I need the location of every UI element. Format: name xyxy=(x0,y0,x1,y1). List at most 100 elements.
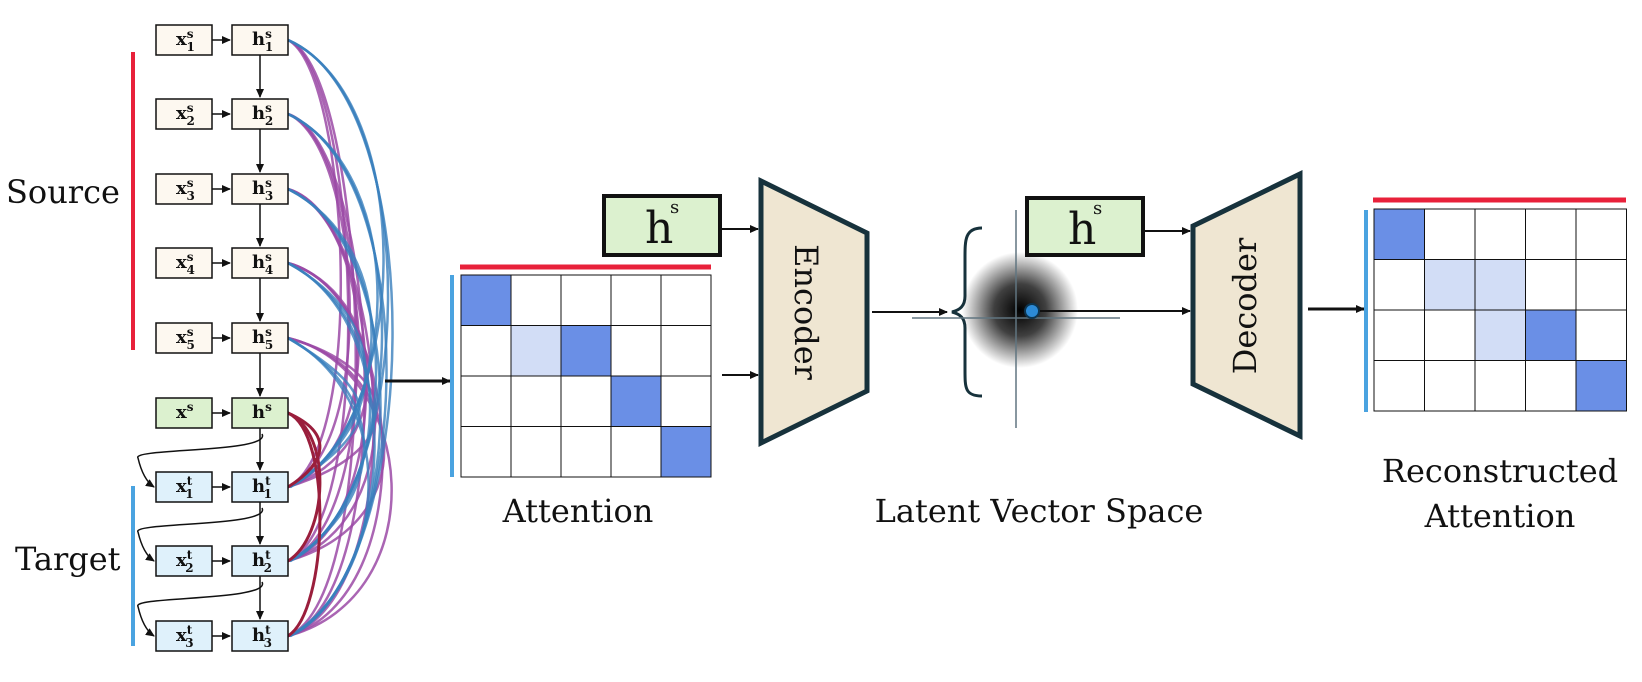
matrix-cell xyxy=(460,375,512,427)
x-node-box xyxy=(155,322,213,354)
matrix-cell xyxy=(1525,208,1577,260)
h-node-box xyxy=(231,98,289,130)
matrix-cell xyxy=(1474,259,1526,311)
h-node-box xyxy=(231,545,289,577)
matrix-cell xyxy=(560,426,612,478)
h-node-box xyxy=(231,322,289,354)
h-node-label: hs xyxy=(252,400,272,423)
matrix-cell xyxy=(660,426,712,478)
h-node-box xyxy=(231,24,289,56)
encoder-label: Encoder xyxy=(787,244,825,381)
matrix-cell xyxy=(660,274,712,326)
hs-latent-sup: s xyxy=(1093,198,1102,219)
target-label: Target xyxy=(15,540,121,578)
matrix-cell xyxy=(460,274,512,326)
x-node-box xyxy=(155,98,213,130)
attention-curve-summary xyxy=(287,411,322,638)
hs-input-box xyxy=(602,194,722,257)
attention-matrix xyxy=(460,274,712,478)
matrix-cell xyxy=(1575,309,1627,361)
matrix-cell xyxy=(560,274,612,326)
hs-input-base: h xyxy=(645,203,673,254)
matrix-cell xyxy=(610,325,662,377)
x-node-box xyxy=(155,620,213,652)
matrix-cell xyxy=(1575,259,1627,311)
matrix-cell xyxy=(1373,360,1425,412)
latent-point xyxy=(1024,303,1040,319)
matrix-cell xyxy=(560,325,612,377)
feedback-arrow xyxy=(137,507,263,562)
reconstructed-label-line2: Attention xyxy=(1424,497,1576,535)
latent-space-label: Latent Vector Space xyxy=(875,492,1204,530)
matrix-cell xyxy=(510,325,562,377)
hs-input-sup: s xyxy=(670,197,679,218)
matrix-cell xyxy=(1424,208,1476,260)
matrix-cell xyxy=(1575,208,1627,260)
matrix-cell xyxy=(510,375,562,427)
matrix-cell xyxy=(1474,309,1526,361)
attention-curve-source xyxy=(287,112,351,489)
h-node-box xyxy=(231,620,289,652)
x-node-box xyxy=(155,247,213,279)
attention-curve-source xyxy=(287,336,393,638)
matrix-cell xyxy=(660,325,712,377)
x-node-box xyxy=(155,397,213,429)
attention-connections xyxy=(287,38,394,638)
hs-latent-base: h xyxy=(1068,204,1096,255)
source-label: Source xyxy=(6,173,120,211)
h-node-box xyxy=(231,397,289,429)
feedback-arrow xyxy=(137,433,263,488)
matrix-cell xyxy=(1474,208,1526,260)
matrix-cell xyxy=(610,375,662,427)
latent-brace xyxy=(951,226,983,398)
attention-curve-summary xyxy=(287,411,322,489)
matrix-cell xyxy=(1525,259,1577,311)
matrix-cell xyxy=(1373,259,1425,311)
decoder-label: Decoder xyxy=(1226,237,1264,374)
matrix-cell xyxy=(1525,309,1577,361)
matrix-cell xyxy=(510,274,562,326)
matrix-cell xyxy=(1373,208,1425,260)
matrix-cell xyxy=(610,274,662,326)
matrix-cell xyxy=(1474,360,1526,412)
x-node-box xyxy=(155,173,213,205)
matrix-cell xyxy=(1373,309,1425,361)
matrix-cell xyxy=(560,375,612,427)
reconstructed-label-line1: Reconstructed xyxy=(1382,452,1618,490)
x-node-box xyxy=(155,24,213,56)
attention-curve-blue xyxy=(287,187,382,638)
reconstructed-matrix xyxy=(1373,208,1627,412)
encoder-block xyxy=(758,176,870,448)
matrix-cell xyxy=(1424,309,1476,361)
matrix-cell xyxy=(1424,259,1476,311)
matrix-cell xyxy=(660,375,712,427)
hs-latent-box xyxy=(1025,196,1145,257)
matrix-cell xyxy=(460,325,512,377)
matrix-cell xyxy=(460,426,512,478)
x-node-label: xs xyxy=(176,400,194,423)
attention-label: Attention xyxy=(502,492,654,530)
h-node-box xyxy=(231,471,289,503)
matrix-cell xyxy=(610,426,662,478)
feedback-arrow xyxy=(137,581,263,637)
attention-curve-blue xyxy=(287,336,370,638)
decoder-block xyxy=(1190,170,1303,440)
matrix-cell xyxy=(1525,360,1577,412)
